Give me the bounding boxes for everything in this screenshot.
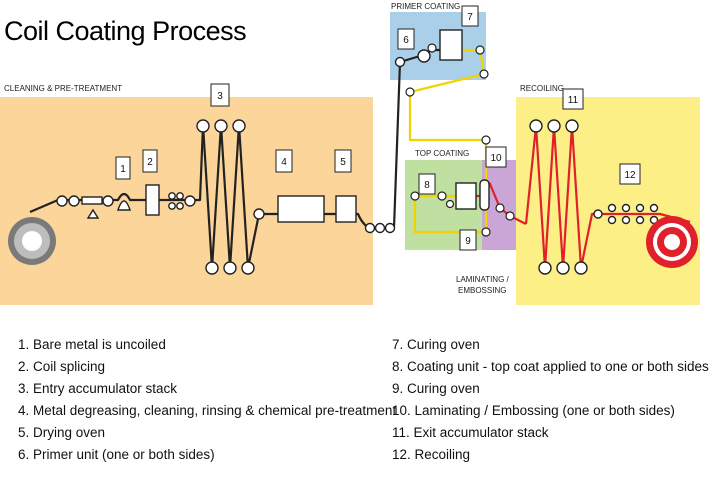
primer-zone-label: PRIMER COATING bbox=[391, 2, 460, 11]
primer-curing-oven bbox=[439, 29, 463, 61]
legend-item: 8. Coating unit - top coat applied to on… bbox=[392, 359, 709, 374]
laminating-label-line1: LAMINATING / bbox=[456, 275, 510, 284]
legend-item: 5. Drying oven bbox=[18, 425, 106, 440]
legend-item: 6. Primer unit (one or both sides) bbox=[18, 447, 215, 462]
step-number: 1 bbox=[120, 164, 126, 175]
degreasing-unit bbox=[277, 195, 325, 223]
legend-right: 7. Curing oven 8. Coating unit - top coa… bbox=[392, 334, 709, 466]
step-box-5: 5 bbox=[334, 149, 352, 173]
step-number: 6 bbox=[403, 35, 409, 46]
legend-item: 10. Laminating / Embossing (one or both … bbox=[392, 403, 675, 418]
laminating-roller bbox=[479, 179, 490, 211]
step-number: 8 bbox=[424, 180, 430, 191]
primer-unit bbox=[417, 43, 437, 63]
step-box-11: 11 bbox=[562, 88, 584, 110]
step-box-8: 8 bbox=[418, 173, 436, 195]
entry-rollers bbox=[56, 192, 196, 219]
entry-accumulator-rollers bbox=[196, 119, 265, 275]
step-box-3: 3 bbox=[210, 83, 230, 107]
coil-splicing-unit bbox=[145, 184, 160, 216]
legend-item: 11. Exit accumulator stack bbox=[392, 425, 549, 440]
recoiler-coil bbox=[646, 216, 698, 268]
page-title: Coil Coating Process bbox=[4, 16, 246, 46]
uncoiler-coil bbox=[8, 217, 56, 265]
step-box-7: 7 bbox=[461, 5, 479, 27]
step-number: 12 bbox=[624, 170, 636, 181]
legend-item: 7. Curing oven bbox=[392, 337, 480, 352]
legend-item: 9. Curing oven bbox=[392, 381, 480, 396]
legend-left: 1. Bare metal is uncoiled 2. Coil splici… bbox=[18, 334, 396, 466]
top-coating-rollers bbox=[410, 191, 515, 237]
recoil-strip bbox=[524, 124, 691, 270]
step-box-10: 10 bbox=[485, 146, 507, 168]
step-box-9: 9 bbox=[459, 229, 477, 251]
step-box-2: 2 bbox=[142, 149, 158, 173]
legend-item: 12. Recoiling bbox=[392, 447, 471, 462]
step-number: 7 bbox=[467, 12, 473, 23]
step-number: 3 bbox=[217, 91, 223, 102]
step-number: 5 bbox=[340, 157, 346, 168]
top-coating-zone-label: TOP COATING bbox=[415, 149, 469, 158]
legend-item: 4. Metal degreasing, cleaning, rinsing &… bbox=[18, 403, 397, 418]
step-box-4: 4 bbox=[275, 149, 293, 173]
legend-item: 1. Bare metal is uncoiled bbox=[18, 337, 166, 352]
bare-metal-uncoiler-unit bbox=[117, 200, 131, 211]
transfer-rollers bbox=[364, 56, 406, 234]
cleaning-zone-label: CLEANING & PRE-TREATMENT bbox=[4, 84, 122, 93]
exit-accumulator-rollers bbox=[529, 119, 659, 275]
step-number: 2 bbox=[147, 157, 153, 168]
drying-oven bbox=[335, 195, 357, 223]
recoiling-zone-label: RECOILING bbox=[520, 84, 564, 93]
legend-item: 3. Entry accumulator stack bbox=[18, 381, 178, 396]
step-box-6: 6 bbox=[397, 28, 415, 50]
step-number: 11 bbox=[568, 95, 579, 106]
legend-item: 2. Coil splicing bbox=[18, 359, 106, 374]
step-number: 4 bbox=[281, 157, 287, 168]
step-number: 10 bbox=[490, 153, 502, 164]
top-curing-oven bbox=[455, 182, 477, 210]
step-number: 9 bbox=[465, 236, 471, 247]
primer-rollers bbox=[405, 45, 491, 145]
step-box-12: 12 bbox=[619, 163, 641, 185]
step-box-1: 1 bbox=[115, 156, 131, 180]
step-number-boxes: 1 2 3 4 5 6 7 8 bbox=[115, 5, 641, 251]
laminating-label-line2: EMBOSSING bbox=[458, 286, 506, 295]
